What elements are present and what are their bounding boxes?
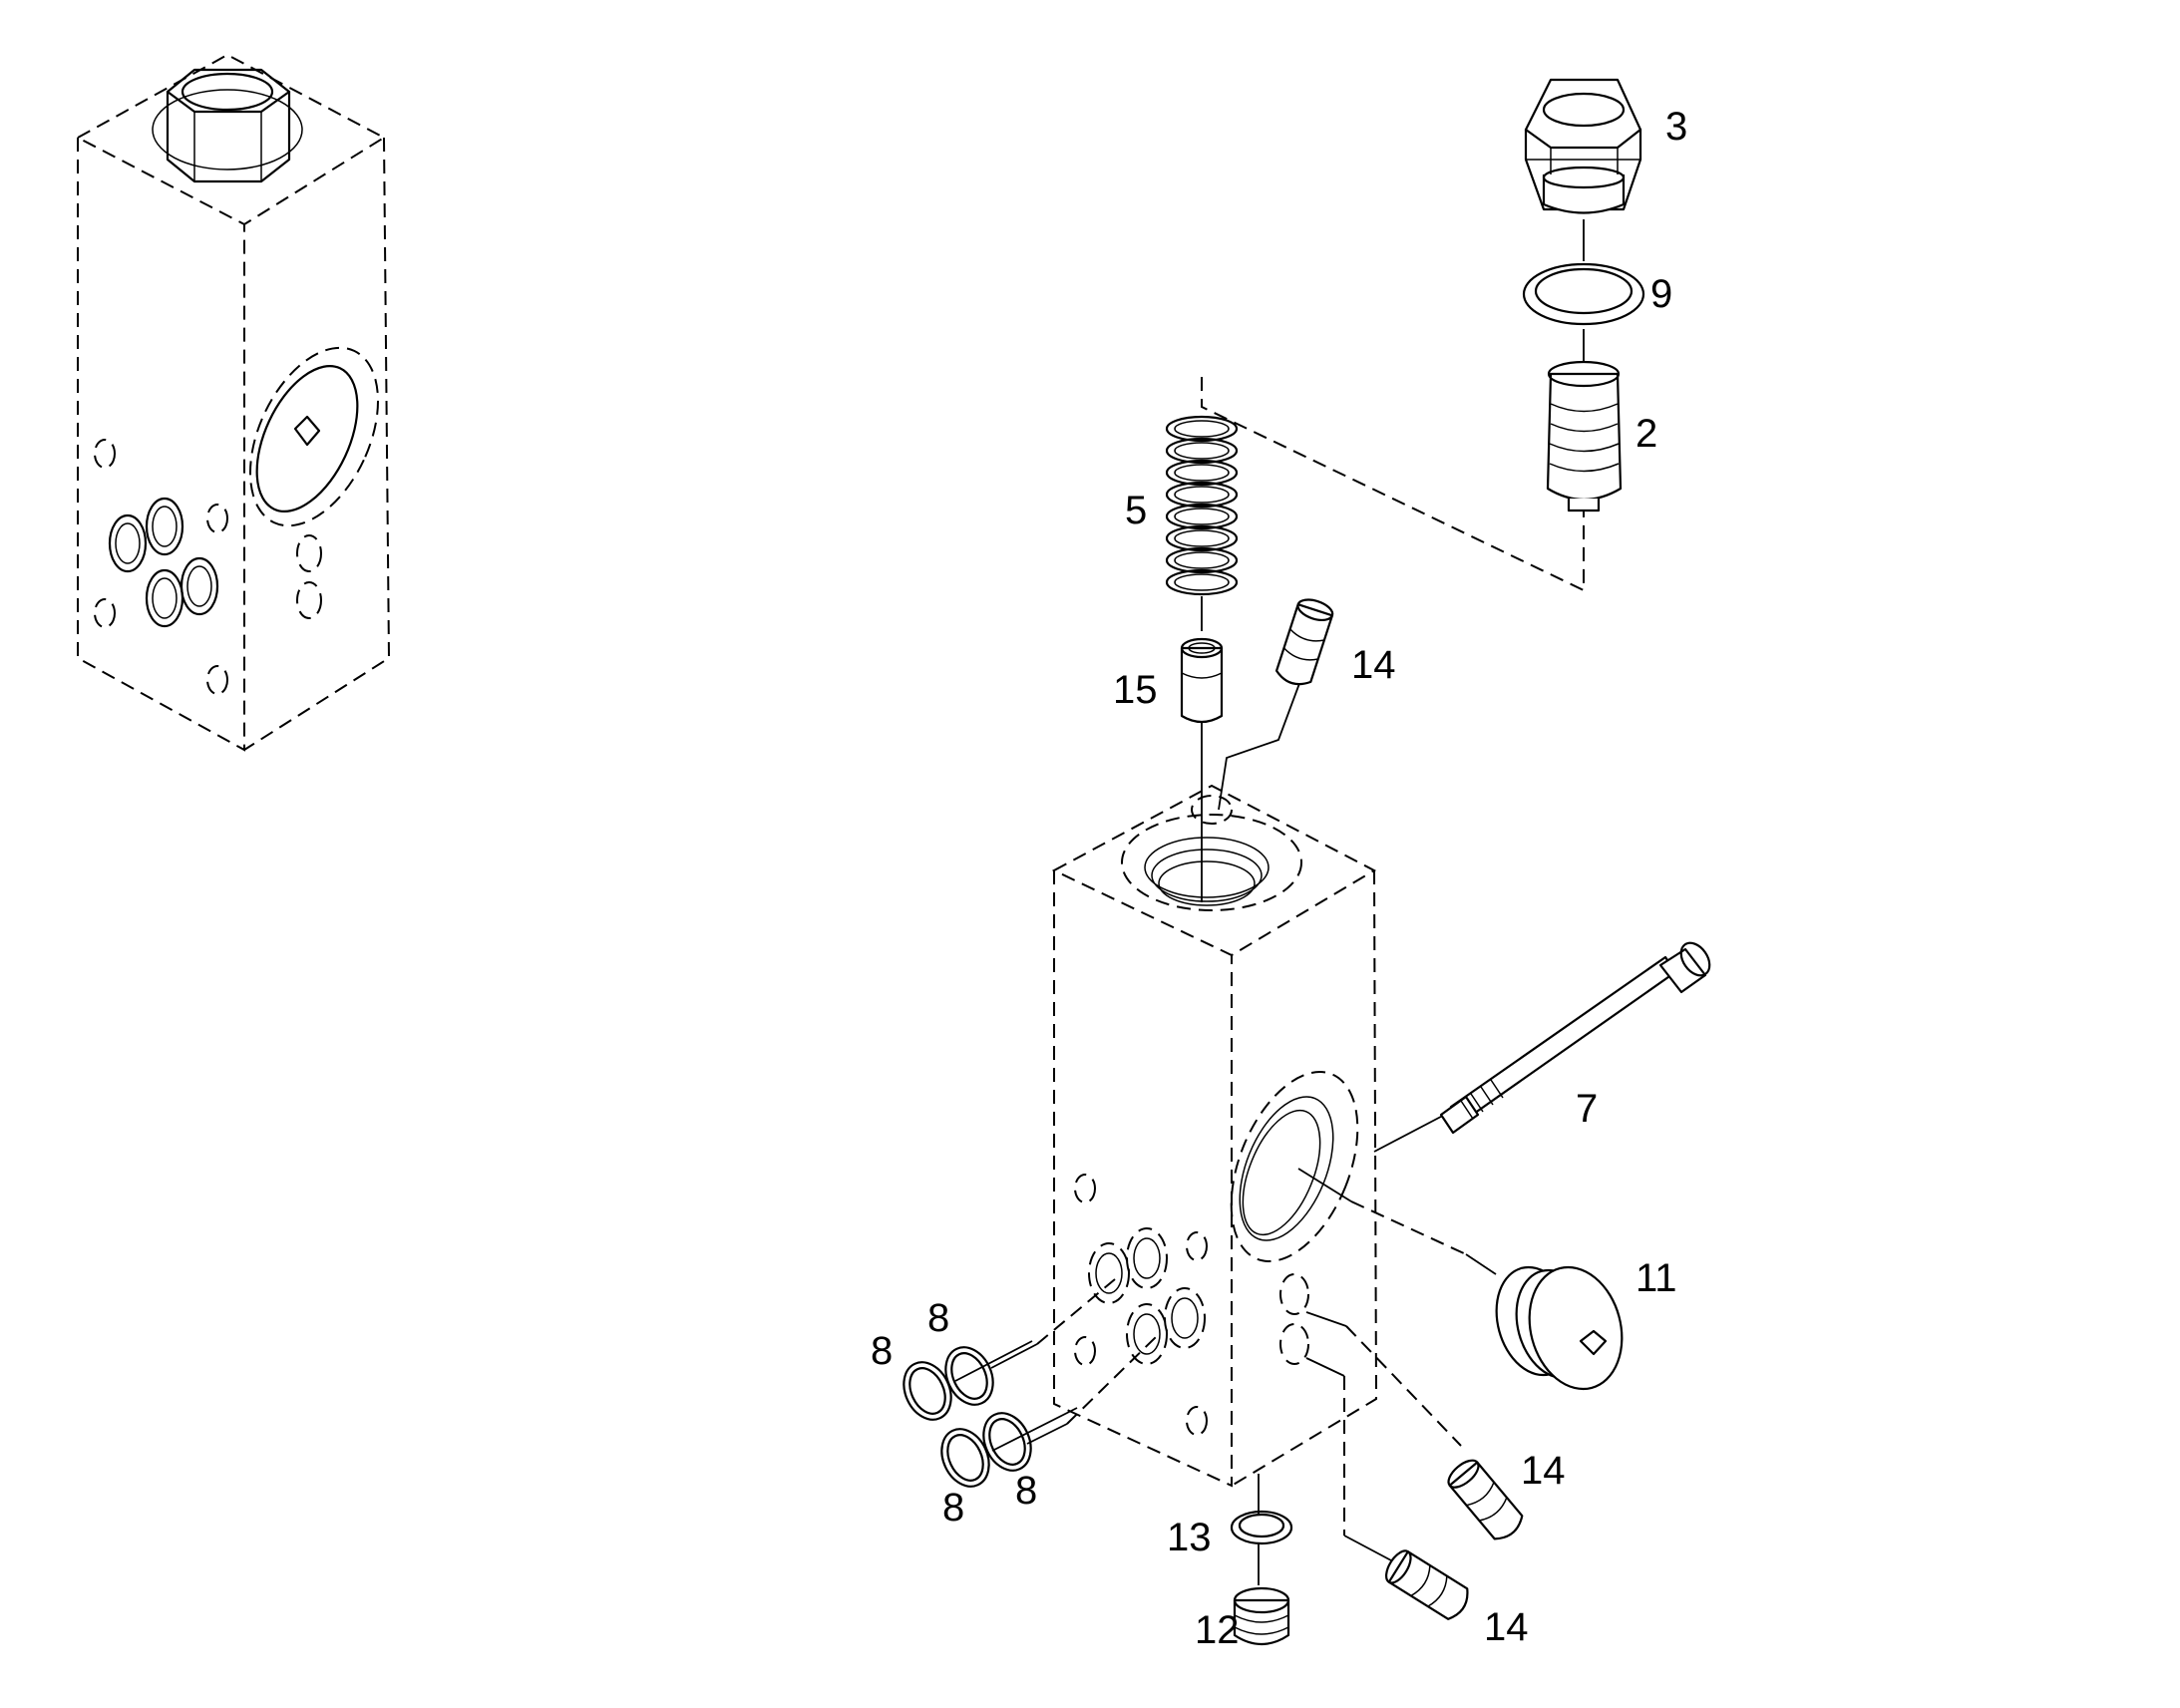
part-9-seal-ring xyxy=(1522,262,1645,326)
callout-8-c: 8 xyxy=(942,1486,964,1530)
assembly-lines xyxy=(954,219,1585,1585)
callout-13: 13 xyxy=(1167,1516,1212,1559)
part-3-hex-fitting xyxy=(1524,78,1642,214)
callout-11: 11 xyxy=(1635,1256,1677,1300)
part-2-poppet xyxy=(1546,360,1623,512)
callout-15: 15 xyxy=(1113,668,1158,712)
part-15-sleeve xyxy=(1180,637,1224,724)
assembled-valve-block xyxy=(75,53,391,752)
part-7-bolt xyxy=(1439,941,1711,1135)
assembled-side-plug xyxy=(248,346,380,527)
part-8-o-rings xyxy=(903,1346,1032,1488)
callout-5: 5 xyxy=(1125,489,1147,532)
callout-14-lower: 14 xyxy=(1484,1605,1529,1649)
part-14-plug-middle xyxy=(1447,1459,1524,1540)
callout-8-b: 8 xyxy=(871,1329,893,1373)
part-5-spring xyxy=(1165,415,1239,596)
assembled-top-fitting xyxy=(152,68,303,183)
part-11-socket-plug xyxy=(1495,1265,1624,1391)
callout-14-upper: 14 xyxy=(1351,643,1396,687)
part-14-plug-upper xyxy=(1274,598,1334,686)
callout-12: 12 xyxy=(1195,1608,1240,1652)
callout-8-a: 8 xyxy=(927,1296,949,1340)
part-13-o-ring xyxy=(1230,1510,1293,1545)
main-valve-body xyxy=(1051,784,1378,1488)
callout-7: 7 xyxy=(1576,1087,1598,1131)
callout-8-d: 8 xyxy=(1015,1469,1037,1513)
callout-14-middle: 14 xyxy=(1521,1449,1566,1493)
callout-3: 3 xyxy=(1665,105,1687,149)
part-14-plug-lower xyxy=(1385,1549,1469,1620)
callout-2: 2 xyxy=(1635,412,1657,456)
callout-9: 9 xyxy=(1650,272,1672,316)
part-12-bottom-plug xyxy=(1233,1586,1290,1646)
